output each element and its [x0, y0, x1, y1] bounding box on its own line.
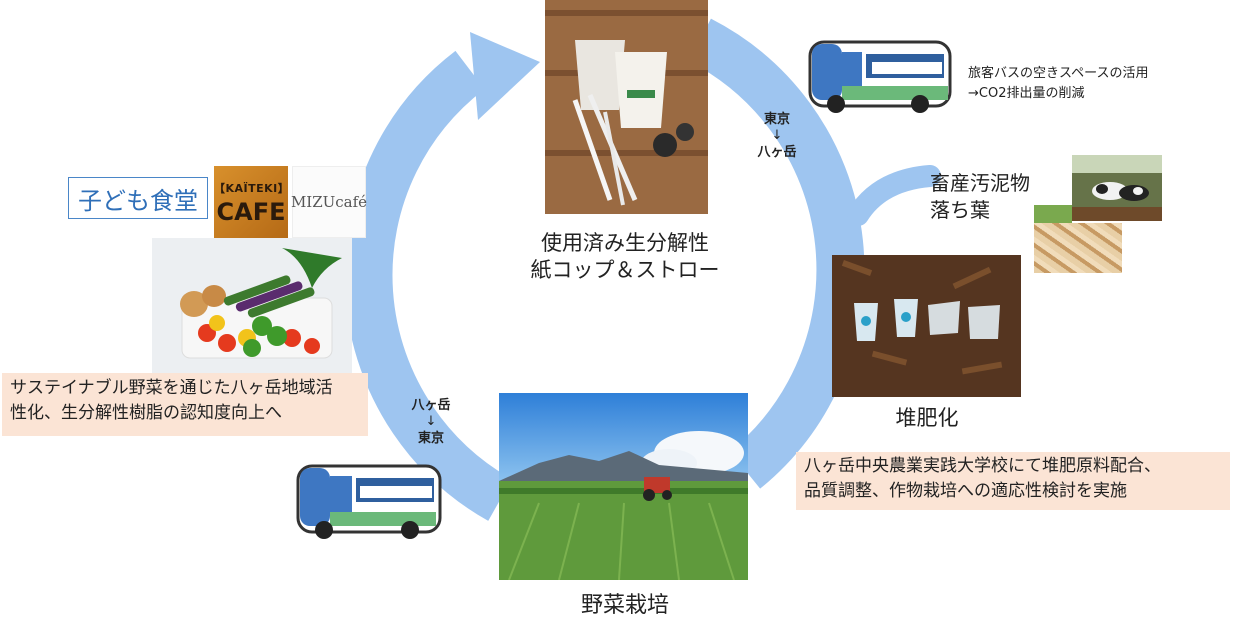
bottom-caption: 野菜栽培: [580, 593, 669, 618]
route-top-arrow: ↓: [771, 128, 783, 144]
input-label-leaves: 落ち葉: [930, 198, 990, 222]
top-caption: 使用済み生分解性 紙コップ＆ストロー: [505, 230, 745, 285]
input-arrow: [847, 165, 941, 226]
right-note-line2: 品質調整、作物栽培への適応性検討を実施: [804, 480, 1127, 501]
cattle-barn-photo: [1072, 155, 1162, 221]
right-note: 八ヶ岳中央農業実践大学校にて堆肥原料配合、 品質調整、作物栽培への適応性検討を実…: [796, 452, 1230, 510]
vegetables-photo: [152, 238, 352, 374]
route-bottom-to: 東京: [417, 430, 444, 446]
cycle-arrow-left: [344, 50, 512, 521]
bus-bottom-icon: [296, 464, 442, 539]
vegetable-field-photo: [499, 393, 748, 580]
route-bottom-arrow: ↓: [425, 414, 437, 430]
route-top-from: 東京: [763, 112, 790, 127]
bus-note-line2: →CO2排出量の削減: [968, 85, 1085, 101]
cups-straws-photo: [545, 0, 708, 214]
right-caption: 堆肥化: [895, 406, 959, 430]
route-top: 東京 ↓ 八ヶ岳: [754, 112, 800, 161]
top-caption-line2: 紙コップ＆ストロー: [530, 258, 720, 283]
route-bottom-from: 八ヶ岳: [411, 398, 451, 413]
grass-thumb: [1034, 205, 1072, 225]
route-top-to: 八ヶ岳: [757, 144, 797, 160]
compost-photo: [832, 255, 1021, 397]
right-note-line1: 八ヶ岳中央農業実践大学校にて堆肥原料配合、: [804, 456, 1161, 476]
input-label-sludge: 畜産汚泥物: [930, 171, 1030, 195]
mizu-cafe-logo: MIZUcafé: [291, 166, 367, 238]
bus-note: 旅客バスの空きスペースの活用 →CO2排出量の削減: [968, 64, 1208, 103]
bus-top-icon: [808, 40, 952, 113]
left-note: サステイナブル野菜を通じた八ヶ岳地域活 性化、生分解性樹脂の認知度向上へ: [2, 373, 368, 436]
kodomo-shokudo-label: 子ども食堂: [68, 177, 208, 219]
left-note-line1: サステイナブル野菜を通じた八ヶ岳地域活: [10, 378, 333, 398]
kaiteki-cafe-logo: 【KAÏTEKI】 CAFE: [214, 166, 290, 238]
fallen-leaves-photo: [1034, 223, 1122, 273]
input-labels: 畜産汚泥物 落ち葉: [930, 170, 1060, 224]
cycle-arrowhead-top: [470, 32, 540, 120]
left-note-line2: 性化、生分解性樹脂の認知度向上へ: [10, 402, 282, 423]
bus-note-line1: 旅客バスの空きスペースの活用: [968, 66, 1149, 81]
route-bottom: 八ヶ岳 ↓ 東京: [408, 398, 454, 447]
kaiteki-logo-top: 【KAÏTEKI】: [214, 182, 290, 195]
cycle-arrow-right: [688, 18, 865, 489]
kaiteki-logo-bottom: CAFE: [216, 198, 286, 226]
top-caption-line1: 使用済み生分解性: [541, 231, 709, 255]
